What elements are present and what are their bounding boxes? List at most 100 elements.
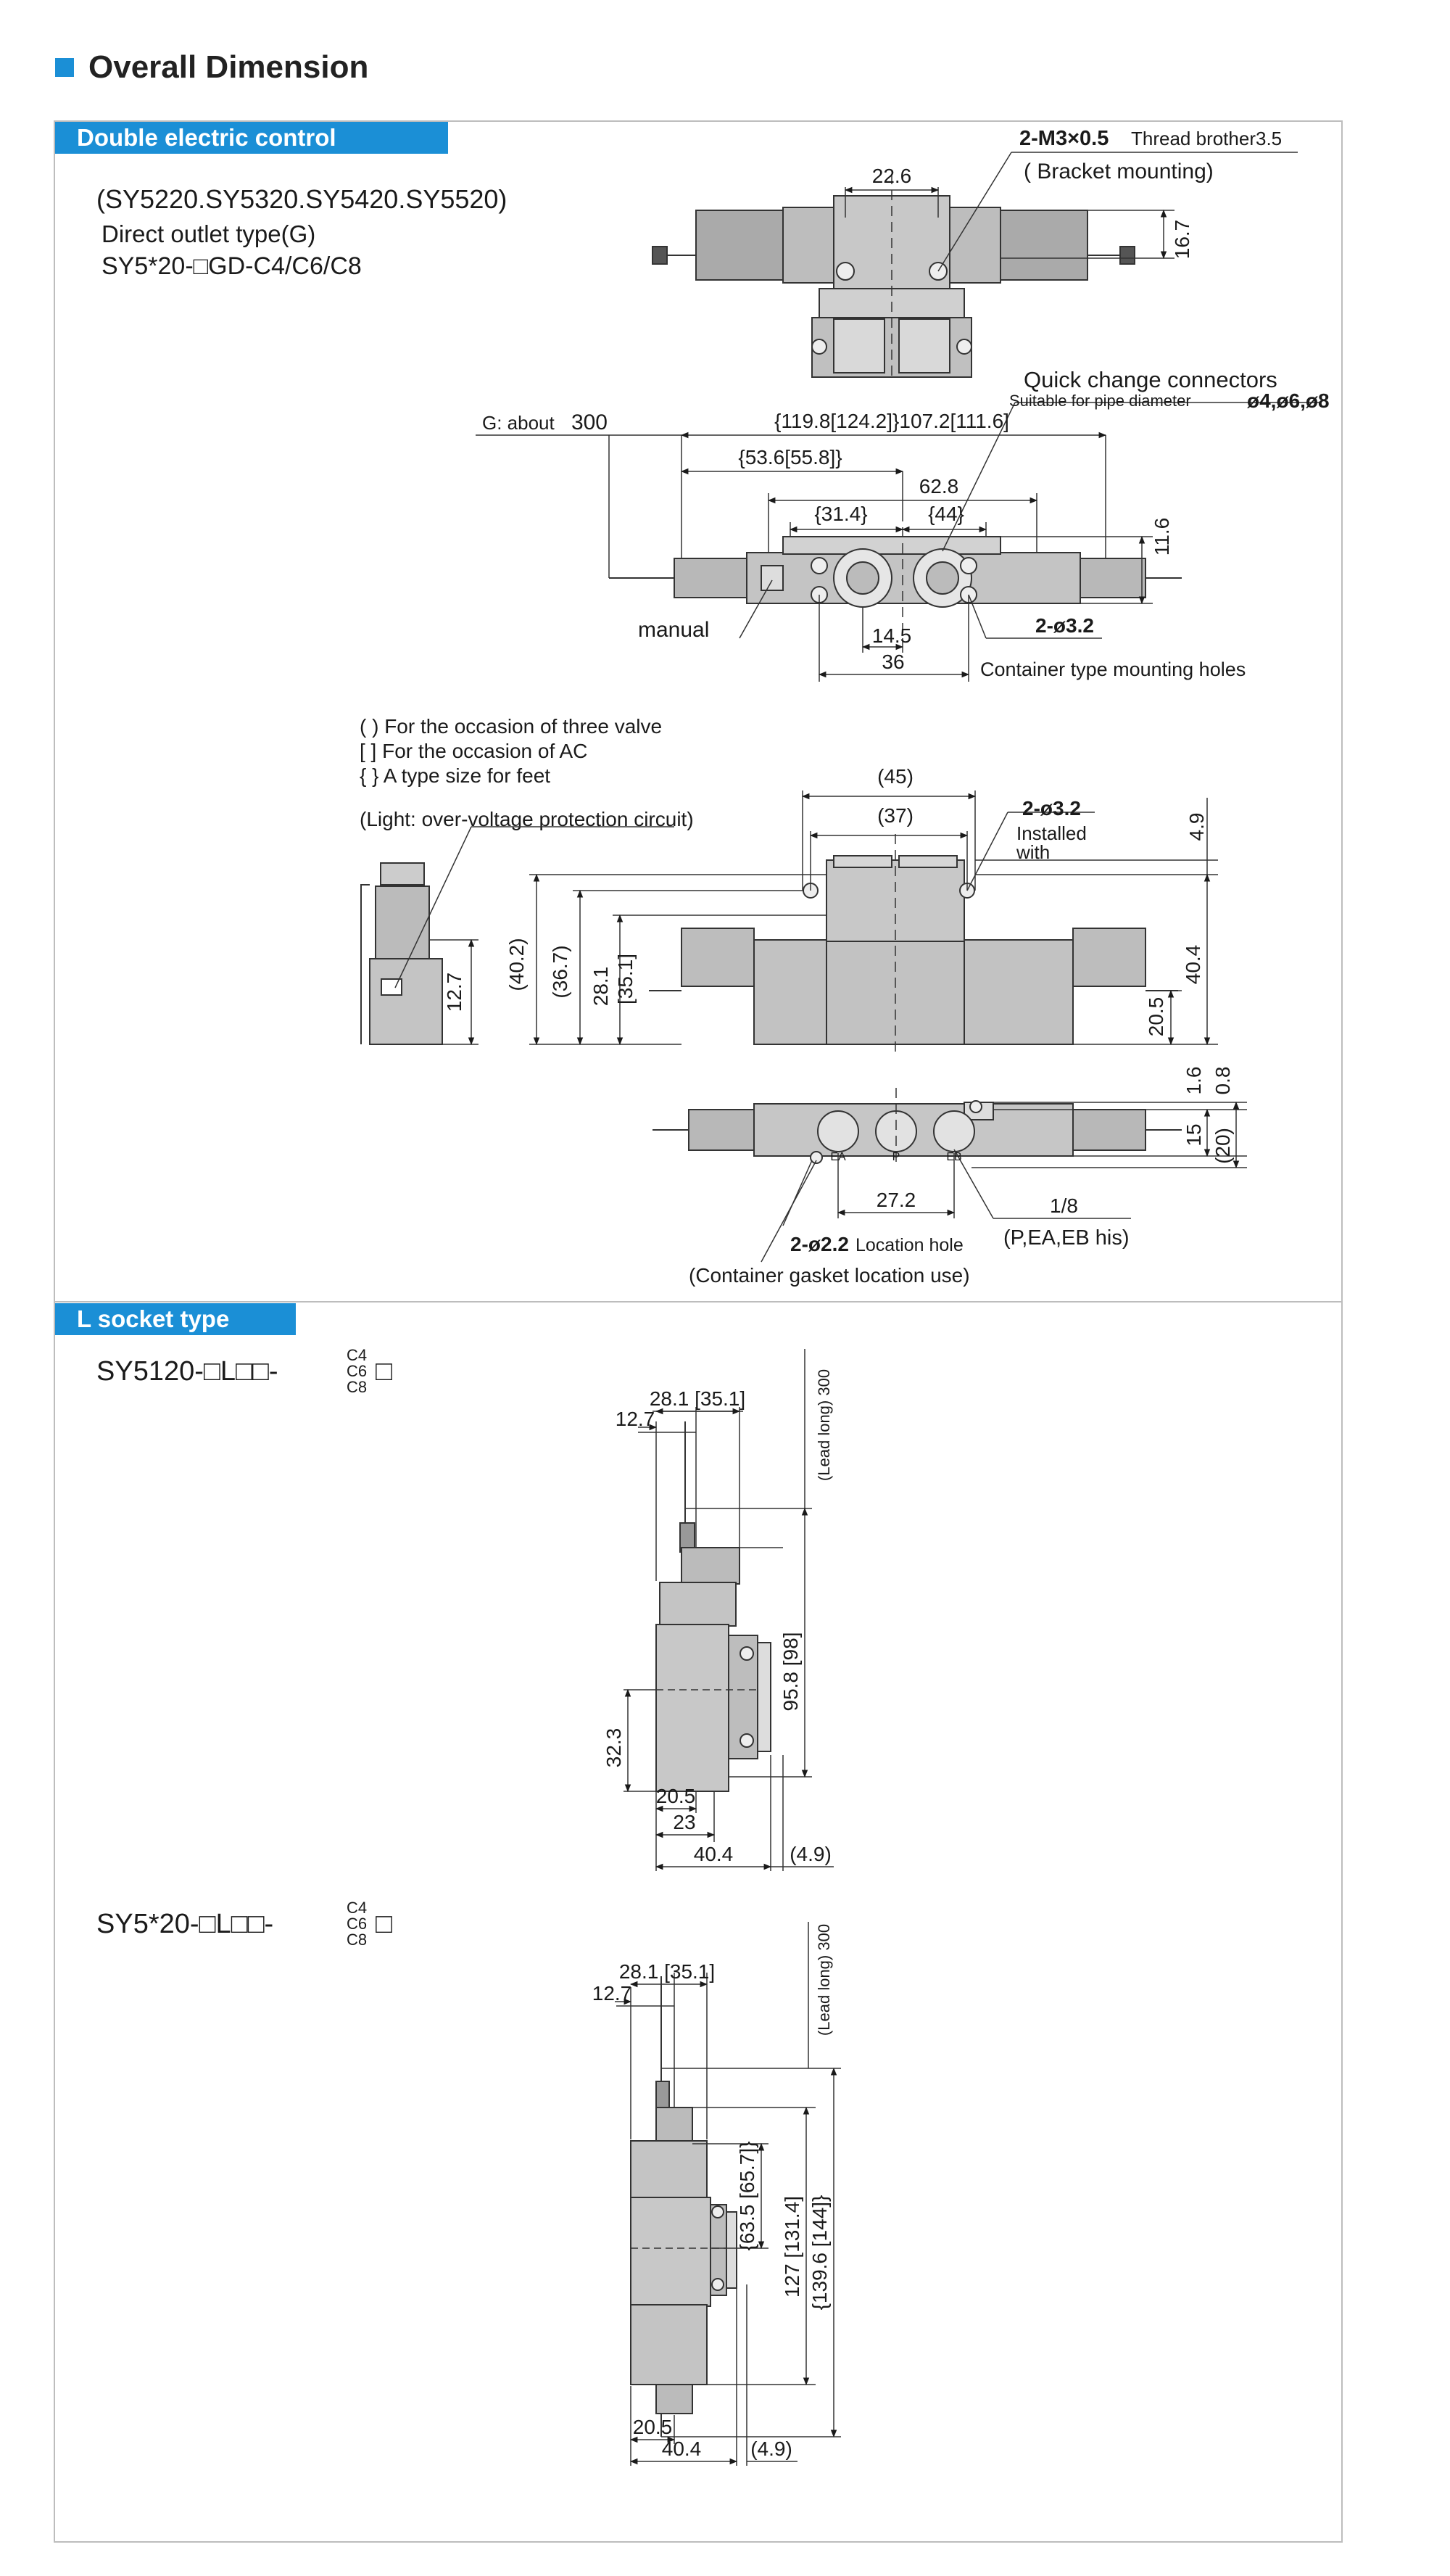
port-eb-icon xyxy=(933,1110,975,1152)
l1-dim-49: (4.9) xyxy=(790,1843,832,1865)
model-list: (SY5220.SY5320.SY5420.SY5520) xyxy=(96,184,508,214)
front-view xyxy=(360,790,1218,1052)
port-eb-label: EB xyxy=(946,1151,961,1163)
section-divider xyxy=(54,1301,1343,1303)
model-code-double: SY5*20-□GD-C4/C6/C8 xyxy=(102,252,362,280)
dim-40-2: (40.2) xyxy=(505,938,528,991)
dim-20-5: 20.5 xyxy=(1145,997,1167,1037)
l2-dim-49: (4.9) xyxy=(750,2437,792,2460)
callout-bracket: ( Bracket mounting) xyxy=(1024,160,1214,183)
l1-body xyxy=(655,1624,729,1792)
l2-dim-left: 12.7 xyxy=(592,1982,632,2005)
l2-dim-127: 127 [131.4] xyxy=(781,2196,803,2298)
dim-45: (45) xyxy=(877,765,914,788)
l2-dim-404: 40.4 xyxy=(662,2437,702,2460)
callout-container-holes: Container type mounting holes xyxy=(980,659,1246,680)
callout-with: with xyxy=(1016,841,1050,863)
l1-dim-323: 32.3 xyxy=(602,1728,625,1768)
l2-lead: (Lead long) 300 xyxy=(815,1924,833,2036)
left-coil xyxy=(674,558,747,598)
dim-11-6: 11.6 xyxy=(1151,518,1173,556)
dim-37: (37) xyxy=(877,804,914,827)
suffix-c6-2: C6 xyxy=(347,1915,368,1933)
suffix-stack-l1: C4 C6 C8 xyxy=(347,1347,367,1395)
dim-0-8: 0.8 xyxy=(1211,1067,1234,1095)
model-code-l2-text: SY5*20-□L□□- xyxy=(96,1909,274,1939)
l2-body xyxy=(630,2197,711,2307)
callout-installed: Installed xyxy=(1016,822,1087,844)
l1-dim-205: 20.5 xyxy=(656,1785,696,1807)
dim-27-2: 27.2 xyxy=(877,1189,916,1211)
l1-dim-958: 95.8 [98] xyxy=(779,1632,802,1712)
callout-manual: manual xyxy=(638,618,709,642)
dim-14-5: 14.5 xyxy=(872,624,912,647)
model-code-l1-text: SY5120-□L□□- xyxy=(96,1356,278,1387)
l2-dim-635: {63.5 [65.7]} xyxy=(736,2141,758,2250)
mount-screw-icon xyxy=(811,339,827,355)
port-p-label: P xyxy=(892,1151,900,1163)
bottom-view xyxy=(652,1088,1247,1263)
callout-ports: (P,EA,EB his) xyxy=(1003,1226,1130,1250)
outlet-type: Direct outlet type(G) xyxy=(102,220,316,247)
mount-screw-icon xyxy=(836,262,855,281)
dim-119-8: {119.8[124.2]}107.2[111.6] xyxy=(774,410,1009,432)
l1-dim-23: 23 xyxy=(673,1811,695,1833)
suffix-c8: C8 xyxy=(347,1378,368,1396)
mount-screw-icon xyxy=(740,1733,754,1748)
drawing-frame xyxy=(54,120,1343,2543)
l1-lead: (Lead long) 300 xyxy=(815,1369,833,1481)
dim-62-8: 62.8 xyxy=(919,475,959,498)
dim-28-1: 28.1 xyxy=(589,967,612,1007)
legend-round: ( ) For the occasion of three valve xyxy=(360,715,663,738)
valve-body-front xyxy=(753,939,1074,1045)
callout-loc-hole-id: 2-ø2.2 xyxy=(790,1233,849,1255)
dim-35-1: [35.1] xyxy=(614,954,637,1004)
port-ea-label: EA xyxy=(830,1151,846,1163)
mount-screw-icon xyxy=(711,2205,724,2218)
dim-16-7: 16.7 xyxy=(1171,220,1193,260)
mount-screw-icon xyxy=(956,339,972,355)
side-coil xyxy=(375,886,430,959)
dim-31-4: {31.4} xyxy=(814,503,867,525)
suffix-box-l1: □ xyxy=(376,1356,392,1387)
dim-12-7: 12.7 xyxy=(443,973,465,1012)
l2-coil-top xyxy=(630,2140,708,2200)
side-body xyxy=(369,958,443,1045)
dim-22-6: 22.6 xyxy=(872,165,912,187)
l2-dim-top: 28.1 [35.1] xyxy=(619,1960,715,1983)
dim-53-6: {53.6[55.8]} xyxy=(738,446,842,468)
port-ea-icon xyxy=(817,1110,859,1152)
dim-1-6: 1.6 xyxy=(1182,1067,1205,1095)
right-solenoid xyxy=(1000,210,1088,281)
callout-thread: 2-M3×0.5 xyxy=(1019,127,1109,150)
callout-thread-18: 1/8 xyxy=(1050,1194,1078,1217)
page-title-text: Overall Dimension xyxy=(88,49,369,85)
callout-thread-note: Thread brother3.5 xyxy=(1131,128,1282,149)
suffix-c6: C6 xyxy=(347,1362,368,1380)
dim-40-4: 40.4 xyxy=(1182,945,1204,985)
dim-36: 36 xyxy=(882,651,904,673)
lsocket-view-1 xyxy=(624,1349,834,1871)
mount-screw-icon xyxy=(711,2278,724,2291)
top-view xyxy=(652,152,1298,378)
suffix-box-l2: □ xyxy=(376,1909,392,1939)
page-title: Overall Dimension xyxy=(55,49,368,86)
callout-pipe-sizes: ø4,ø6,ø8 xyxy=(1247,389,1330,412)
fitting-b xyxy=(898,318,950,373)
l1-dim-top: 28.1 [35.1] xyxy=(650,1387,745,1410)
l2-connector-top xyxy=(655,2107,693,2144)
mount-screw-icon xyxy=(811,557,828,574)
l1-coil xyxy=(659,1582,737,1627)
lsocket-view-2 xyxy=(615,1922,841,2466)
right-coil xyxy=(1080,558,1146,598)
title-square-icon xyxy=(55,58,74,77)
callout-quick: Quick change connectors xyxy=(1024,367,1277,392)
mount-screw-icon xyxy=(740,1646,754,1661)
g-about-value: 300 xyxy=(571,410,608,434)
dim-36-7: (36.7) xyxy=(549,945,571,998)
l1-connector xyxy=(681,1547,740,1585)
model-code-l2: SY5*20-□L□□- xyxy=(96,1909,273,1940)
section-label-double: Double electric control xyxy=(55,122,448,154)
left-solenoid xyxy=(695,210,784,281)
section-label-lsocket: L socket type xyxy=(55,1303,296,1335)
